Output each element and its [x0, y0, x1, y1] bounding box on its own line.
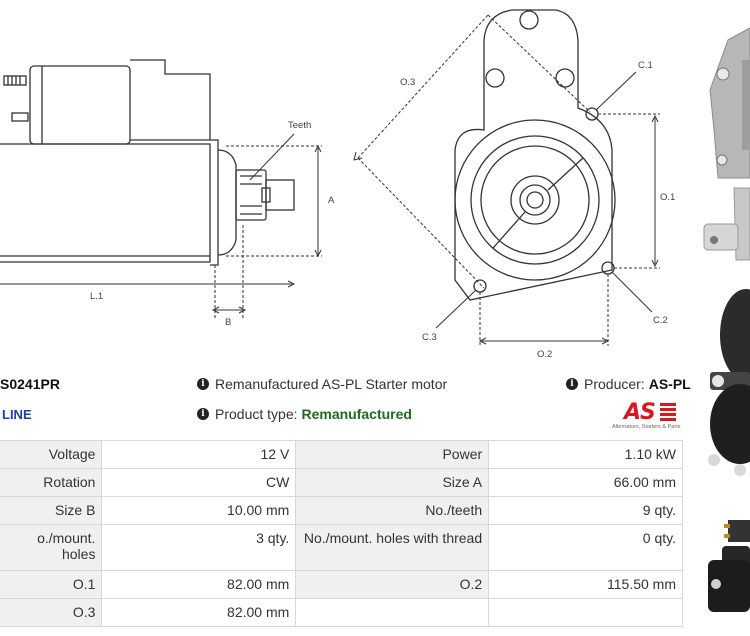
terminal-top: [3, 75, 27, 86]
description-text: Remanufactured AS-PL Starter motor: [215, 376, 448, 392]
product-type: i Product type: Remanufactured: [197, 406, 412, 422]
producer: i Producer: AS-PL: [566, 376, 691, 392]
table-row: O.1 82.00 mm O.2 115.50 mm: [0, 570, 683, 599]
logo-mark: AS: [624, 400, 656, 425]
spec-label: Power: [295, 440, 490, 469]
label-c2: C.2: [653, 315, 668, 326]
spec-label: Voltage: [0, 440, 103, 469]
motor-face: [454, 119, 616, 281]
front-view-dimensions: [353, 14, 660, 346]
label-b: B: [225, 317, 231, 328]
logo-tagline: Alternators, Starters & Parts: [612, 424, 681, 430]
product-code: S0241PR: [0, 376, 60, 392]
spec-label: No./teeth: [295, 496, 490, 525]
spec-label: O.3: [0, 598, 103, 627]
spec-value: 9 qty.: [488, 496, 683, 525]
label-teeth: Teeth: [288, 120, 311, 131]
solenoid-body: [29, 65, 131, 145]
motor-body: [0, 143, 211, 263]
label-a: A: [328, 195, 335, 206]
product-type-label: Product type:: [215, 406, 298, 422]
spec-value-empty: [488, 598, 683, 627]
spec-value: 10.00 mm: [101, 496, 297, 525]
photo-dark-1: [708, 289, 750, 476]
label-o1: O.1: [660, 192, 675, 203]
shaft: [526, 191, 544, 209]
product-photos: [703, 27, 750, 612]
side-view: [0, 59, 295, 266]
spec-label: Size A: [295, 468, 490, 497]
info-icon[interactable]: i: [566, 378, 578, 390]
table-row: O.3 82.00 mm: [0, 598, 683, 627]
spec-label: O.1: [0, 570, 103, 599]
table-row: Rotation CW Size A 66.00 mm: [0, 468, 683, 497]
producer-value: AS-PL: [648, 376, 691, 392]
info-icon[interactable]: i: [197, 378, 209, 390]
photo-dark-2: [708, 520, 750, 612]
info-icon[interactable]: i: [197, 408, 209, 420]
photo-side: [703, 187, 750, 261]
terminal-bottom: [11, 112, 29, 122]
specs-table: Voltage 12 V Power 1.10 kW Rotation CW S…: [0, 440, 683, 627]
table-row: o./mount. holes 3 qty. No./mount. holes …: [0, 524, 683, 571]
as-pl-logo: AS Alternators, Starters & Parts: [610, 400, 690, 432]
spec-value: 66.00 mm: [488, 468, 683, 497]
table-row: Size B 10.00 mm No./teeth 9 qty.: [0, 496, 683, 525]
photo-flange: [709, 27, 750, 179]
spec-value: CW: [101, 468, 297, 497]
spec-value: 1.10 kW: [488, 440, 683, 469]
spec-label: o./mount. holes: [0, 524, 103, 571]
product-type-value: Remanufactured: [301, 406, 412, 422]
spec-value: 115.50 mm: [488, 570, 683, 599]
label-c3: C.3: [422, 332, 437, 343]
spec-value: 12 V: [101, 440, 297, 469]
label-l1: L.1: [90, 291, 103, 302]
spec-label: Size B: [0, 496, 103, 525]
top-hole: [519, 10, 539, 30]
spec-label: No./mount. holes with thread: [295, 524, 490, 571]
spec-value: 3 qty.: [101, 524, 297, 571]
side-view-dimensions: [0, 133, 322, 318]
solenoid-cap: [130, 59, 211, 141]
label-o2: O.2: [537, 349, 552, 360]
technical-drawing: Teeth A B L.1 O.3 C.1 O.1: [0, 9, 675, 360]
front-view: [454, 9, 616, 301]
spec-label: O.2: [295, 570, 490, 599]
spec-value: 82.00 mm: [101, 570, 297, 599]
spec-value: 0 qty.: [488, 524, 683, 571]
label-o3: O.3: [400, 77, 415, 88]
label-c1: C.1: [638, 60, 653, 71]
producer-label: Producer:: [584, 376, 645, 392]
product-line-link[interactable]: LINE: [2, 407, 32, 422]
logo-bars: [660, 403, 676, 421]
product-description: i Remanufactured AS-PL Starter motor: [197, 376, 447, 392]
flange-outline: [454, 9, 613, 301]
table-row: Voltage 12 V Power 1.10 kW: [0, 440, 683, 469]
spec-label: Rotation: [0, 468, 103, 497]
spec-value: 82.00 mm: [101, 598, 297, 627]
spec-label-empty: [295, 598, 490, 627]
